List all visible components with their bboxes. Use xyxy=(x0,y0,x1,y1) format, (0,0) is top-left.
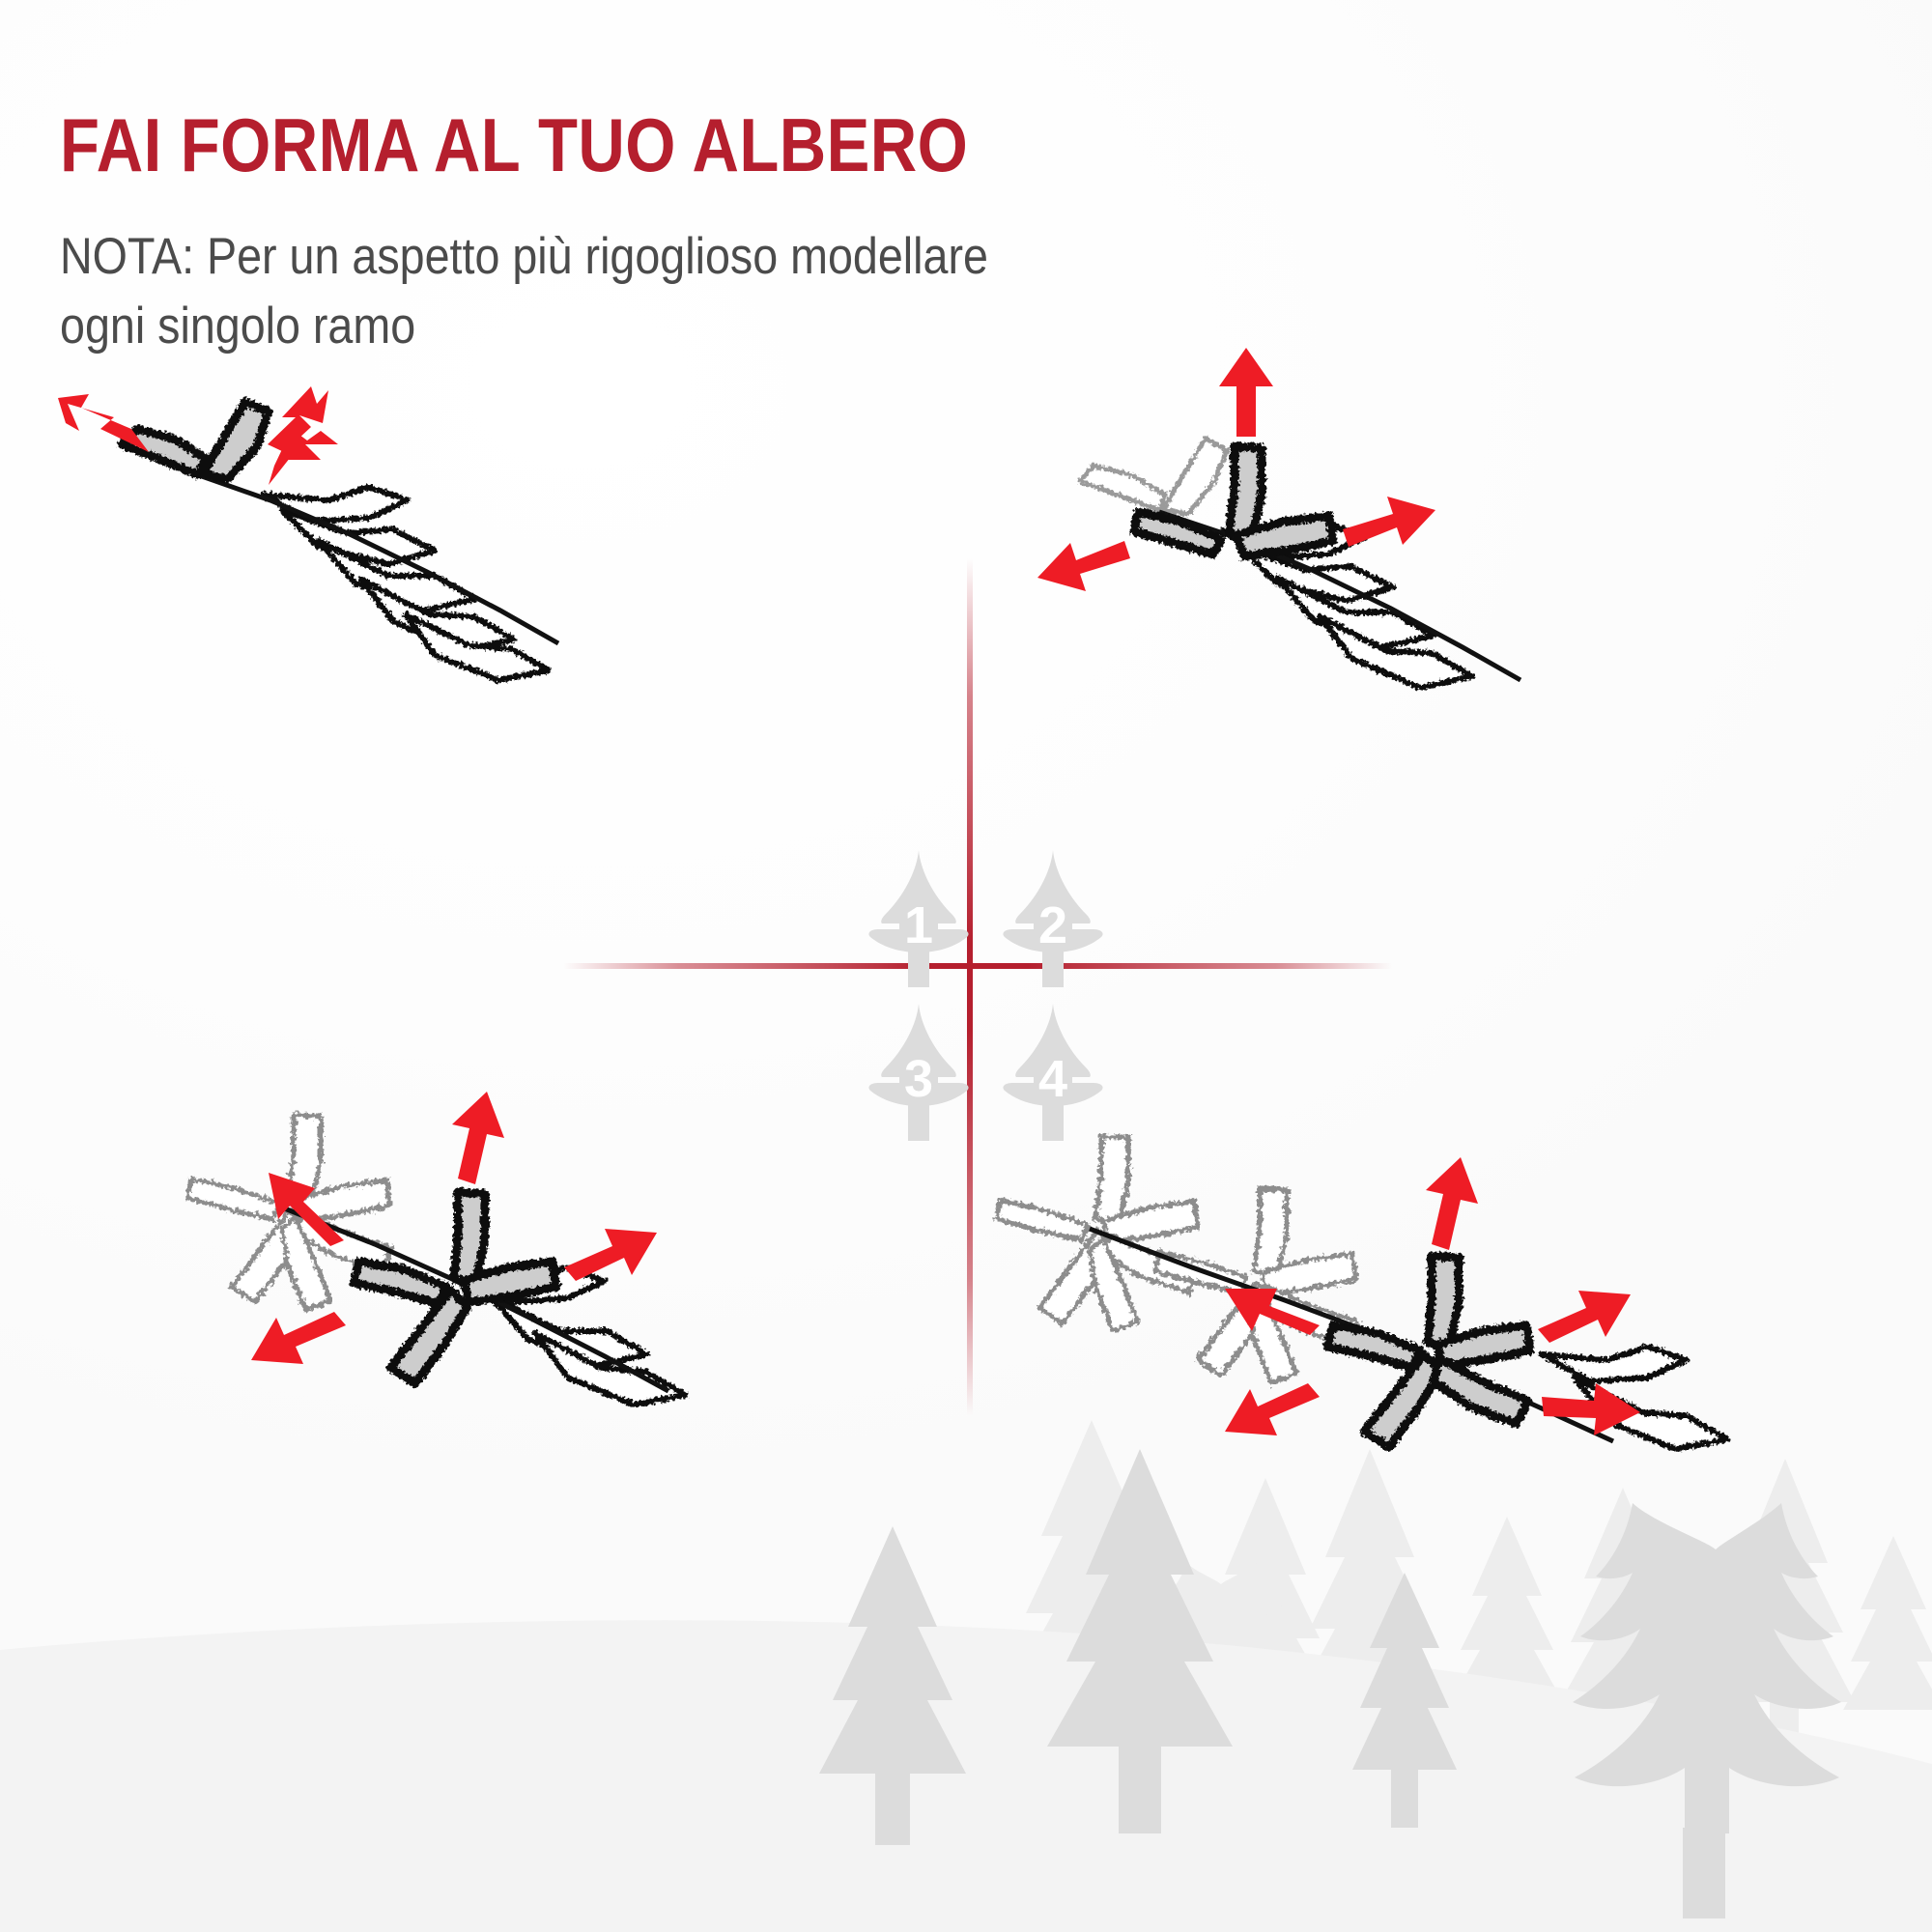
arrow-down-left xyxy=(1225,1383,1320,1435)
arrow-up-left xyxy=(1225,1289,1320,1335)
branch-shaping-step-2 xyxy=(1005,348,1681,724)
step-badge-3[interactable]: 3 xyxy=(861,1000,977,1145)
arrow-up xyxy=(452,1092,504,1184)
forest-scene xyxy=(0,1420,1932,1932)
arrow-up-right xyxy=(1538,1291,1631,1343)
arrow-up-right xyxy=(564,1229,657,1281)
divider-horizontal xyxy=(563,963,1392,969)
arrow-up-left xyxy=(58,394,149,452)
arrow-left xyxy=(1037,541,1130,591)
christmas-tree-icon xyxy=(868,1004,969,1141)
snow-hill xyxy=(0,1620,1932,1932)
arrow-right xyxy=(1542,1383,1640,1435)
christmas-tree-icon xyxy=(1003,1004,1103,1141)
christmas-tree-icon xyxy=(868,850,969,987)
arrow-down-left xyxy=(251,1312,346,1364)
arrow-up xyxy=(1426,1157,1478,1250)
branch-shaping-step-4 xyxy=(994,1101,1787,1488)
arrow-up-right-shape xyxy=(268,386,328,452)
arrow-up xyxy=(1219,348,1273,437)
arrow-up-left xyxy=(269,1173,344,1246)
forest-near-layer xyxy=(819,1449,1841,1918)
header: FAI FORMA AL TUO ALBERO NOTA: Per un asp… xyxy=(60,104,1509,361)
branch-shaping-step-3 xyxy=(135,1072,869,1459)
note-text: NOTA: Per un aspetto più rigoglioso mode… xyxy=(60,228,988,355)
page-title: FAI FORMA AL TUO ALBERO xyxy=(60,102,969,187)
branch-shaping-step-1 xyxy=(29,386,705,696)
step-badge-1[interactable]: 1 xyxy=(861,846,977,991)
arrow-right xyxy=(1343,497,1435,547)
divider-vertical xyxy=(967,558,973,1416)
christmas-tree-icon xyxy=(1003,850,1103,987)
winter-forest-silhouette xyxy=(0,1391,1932,1932)
step-badge-2[interactable]: 2 xyxy=(995,846,1111,991)
